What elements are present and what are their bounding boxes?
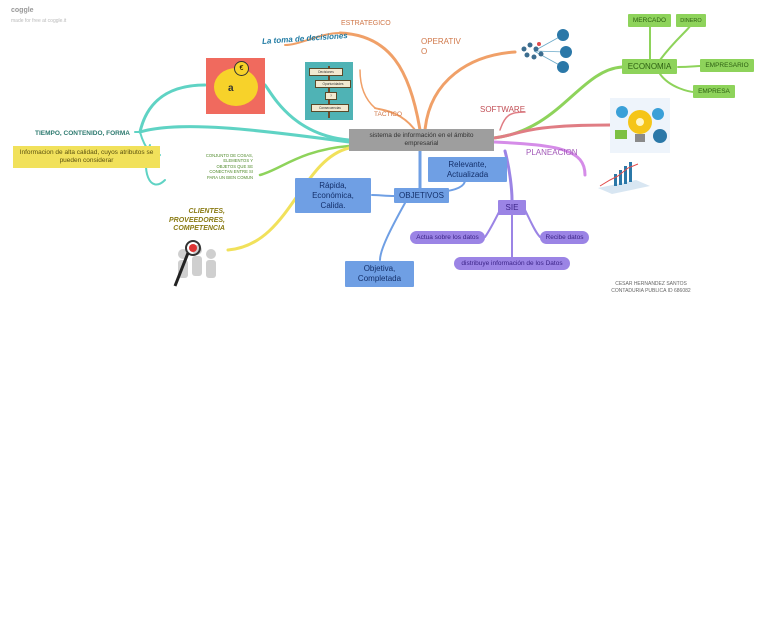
label-operativo[interactable]: OPERATIVO [421,37,461,56]
sign-question: ? [325,92,337,100]
piggy-bank-image: € a [206,58,265,114]
people-icon [173,240,216,287]
branch-tactico-img [359,69,376,109]
author-block: CESAR HERNANDEZ SANTOS CONTADURIA PUBLIC… [606,281,696,295]
network-image [516,27,574,75]
node-mercado[interactable]: MERCADO [628,14,671,27]
node-empresa[interactable]: EMPRESA [693,85,735,98]
brand-subtitle: made for free at coggle.it [11,18,67,24]
node-objetiva[interactable]: Objetiva, Completada [345,261,414,287]
branch-pig-left [138,83,207,134]
magnifier-icon [185,240,201,256]
node-actua[interactable]: Actua sobre los datos [410,231,485,244]
branch-planeacion [492,140,587,177]
label-planeacion[interactable]: PLANEACION [526,148,578,157]
pig-letter: a [228,83,234,94]
node-economia[interactable]: ECONOMIA [622,59,677,74]
branch-conjunto [258,144,351,177]
branch-estrategico [338,31,422,132]
branch-sie [503,149,514,202]
branch-tiempo [138,125,351,144]
branch-rapida [371,194,396,197]
node-rapida[interactable]: Rápida, Económica, Calida. [295,178,371,213]
lightbulb-gears-image [610,98,670,153]
branch-recibe [524,209,541,238]
branch-empresario [677,65,701,68]
node-dinero[interactable]: DINERO [676,14,706,27]
sign-oportunidades: Oportunidades [315,80,351,88]
brand-title: coggle [11,7,34,14]
lightbulb-icon [615,106,667,143]
branch-clientes [226,146,351,252]
author-name: CESAR HERNANDEZ SANTOS [615,281,687,287]
node-informacion-calidad[interactable]: Informacion de alta calidad, cuyos atrib… [13,146,160,168]
sign-decisiones: Decisiones [309,68,343,76]
node-distribuye[interactable]: distribuye información de los Datos [454,257,570,270]
label-tactico[interactable]: TACTICO [374,111,403,118]
branch-software [492,123,612,140]
branch-tactico [374,107,416,131]
central-topic[interactable]: sistema de información en el ámbito empr… [349,129,494,151]
planning-chart-image [596,160,652,194]
branch-empresa [659,73,696,93]
label-conjunto[interactable]: CONJUNTO DE COSAS, ELEMENTOS Y OBJETOS Q… [205,153,253,180]
people-magnifier-image [171,234,223,290]
branch-software-label [499,111,526,131]
branch-operativo [423,50,517,132]
node-relevante[interactable]: Relevante, Actualizada [428,157,507,182]
sign-consecuencias: Consecuencias [311,104,349,112]
node-sie[interactable]: SIE [498,200,526,215]
branch-estrategico-to-image [284,32,341,46]
branch-pig [263,83,351,142]
node-empresario[interactable]: EMPRESARIO [700,59,754,72]
label-estrategico[interactable]: ESTRATEGICO [341,20,391,27]
branch-dinero [659,25,691,61]
coin-icon: € [234,61,249,76]
node-recibe[interactable]: Recibe datos [540,231,589,244]
signpost-image: Decisiones Oportunidades ? Consecuencias [305,62,353,120]
author-detail: CONTADURIA PUBLICA ID 686082 [611,288,691,294]
label-software[interactable]: SOFTWARE [480,105,526,114]
branch-objetiva [379,202,406,261]
node-objetivos[interactable]: OBJETIVOS [394,188,449,203]
label-tiempo[interactable]: TIEMPO, CONTENIDO, FORMA [35,130,130,137]
label-clientes[interactable]: CLIENTES, PROVEEDORES, COMPETENCIA [168,208,225,232]
bar-chart-icon [598,162,650,194]
network-lines-icon [521,29,572,73]
